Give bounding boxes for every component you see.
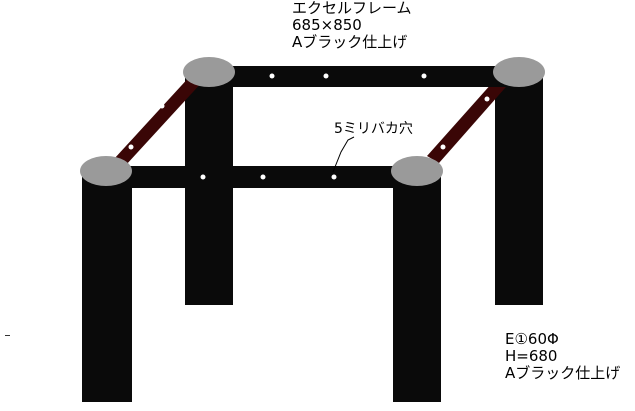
rear-left-leg [185, 72, 233, 305]
leg-finish: Aブラック仕上げ [505, 364, 621, 382]
brace-hole [484, 96, 490, 102]
left-diagonal-brace [114, 74, 204, 165]
rail-hole [421, 73, 427, 79]
brace-hole [159, 103, 165, 109]
rear-right-leg [495, 72, 543, 305]
rail-hole [260, 174, 266, 180]
frame-name: エクセルフレーム [292, 0, 412, 17]
right-diagonal-brace [427, 73, 513, 163]
brace-hole [128, 144, 134, 150]
hole-note-label: 5ミリバカ穴 [334, 121, 413, 137]
leg-spec-label: E①60Φ H=680 Aブラック仕上げ [505, 332, 620, 383]
rear-right-leg-cap [493, 57, 545, 87]
frame-spec-label: エクセルフレーム 685×850 Aブラック仕上げ [292, 1, 412, 52]
leg-type: E①60Φ [505, 330, 559, 348]
rail-hole [269, 73, 275, 79]
rear-left-leg-cap [183, 57, 235, 87]
rail-hole [323, 73, 329, 79]
rear-rail [208, 66, 518, 87]
frame-finish: Aブラック仕上げ [292, 33, 408, 51]
front-right-leg-cap [391, 156, 443, 186]
rail-hole [331, 174, 337, 180]
front-left-leg [82, 172, 132, 402]
hole-leader-line [332, 136, 355, 173]
rail-hole [200, 174, 206, 180]
brace-hole [440, 144, 446, 150]
front-right-leg [393, 172, 441, 402]
edge-tick-mark [5, 335, 10, 336]
front-left-leg-cap [80, 156, 132, 186]
leg-height: H=680 [505, 347, 558, 365]
frame-size: 685×850 [292, 16, 362, 34]
